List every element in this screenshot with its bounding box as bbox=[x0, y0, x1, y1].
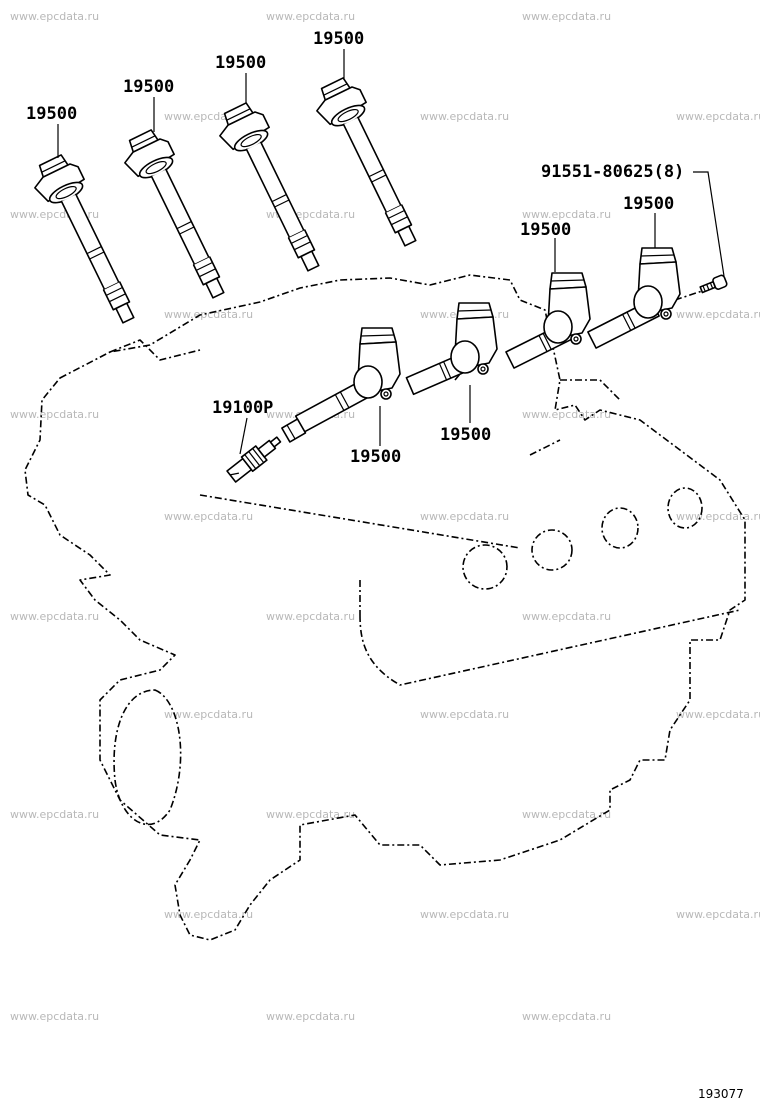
watermark-text: www.epcdata.ru bbox=[522, 208, 611, 221]
watermark-text: www.epcdata.ru bbox=[420, 510, 509, 523]
mounted-ignition-coils bbox=[281, 247, 681, 443]
label-coil-loose-3: 19500 bbox=[215, 53, 266, 73]
watermark-text: www.epcdata.ru bbox=[420, 908, 509, 921]
watermark-text: www.epcdata.ru bbox=[522, 408, 611, 421]
label-coil-loose-4: 19500 bbox=[313, 29, 364, 49]
watermark-text: www.epcdata.ru bbox=[522, 10, 611, 23]
ignition-coil bbox=[450, 302, 498, 375]
bolt bbox=[699, 274, 728, 294]
watermark-text: www.epcdata.ru bbox=[266, 808, 355, 821]
spark-plug bbox=[226, 436, 282, 483]
label-coil-loose-1: 19500 bbox=[26, 104, 77, 124]
watermark-layer: www.epcdata.ru www.epcdata.ru www.epcdata.… bbox=[10, 10, 760, 1023]
watermark-text: www.epcdata.ru bbox=[676, 110, 760, 123]
label-coil-mounted-mid: 19500 bbox=[440, 425, 491, 445]
watermark-text: www.epcdata.ru bbox=[522, 610, 611, 623]
ignition-coil bbox=[219, 102, 320, 272]
watermark-text: www.epcdata.ru bbox=[420, 708, 509, 721]
watermark-text: www.epcdata.ru bbox=[522, 1010, 611, 1023]
watermark-text: www.epcdata.ru bbox=[420, 110, 509, 123]
label-coil-mounted-rear-mid: 19500 bbox=[520, 220, 571, 240]
watermark-text: www.epcdata.ru bbox=[10, 1010, 99, 1023]
watermark-text: www.epcdata.ru bbox=[10, 808, 99, 821]
watermark-text: www.epcdata.ru bbox=[164, 708, 253, 721]
label-coil-mounted-front: 19500 bbox=[350, 447, 401, 467]
watermark-text: www.epcdata.ru bbox=[676, 510, 760, 523]
ignition-coil bbox=[353, 327, 401, 400]
label-spark-plug: 19100P bbox=[212, 398, 273, 418]
watermark-text: www.epcdata.ru bbox=[676, 908, 760, 921]
label-coil-mounted-rear-right: 19500 bbox=[623, 194, 674, 214]
ignition-coil bbox=[316, 77, 417, 247]
watermark-text: www.epcdata.ru bbox=[10, 408, 99, 421]
watermark-text: www.epcdata.ru bbox=[10, 10, 99, 23]
loose-ignition-coils bbox=[34, 77, 417, 324]
ignition-coil bbox=[34, 154, 135, 324]
coil-boot-tip bbox=[281, 418, 307, 443]
watermark-text: www.epcdata.ru bbox=[164, 308, 253, 321]
label-bolt: 91551-80625(8) bbox=[541, 162, 684, 182]
diagram-number: 193077 bbox=[698, 1087, 744, 1101]
watermark-text: www.epcdata.ru bbox=[676, 308, 760, 321]
engine-block-outline bbox=[24, 274, 746, 941]
ignition-coil bbox=[543, 272, 591, 345]
watermark-text: www.epcdata.ru bbox=[164, 908, 253, 921]
watermark-text: www.epcdata.ru bbox=[164, 510, 253, 523]
part-labels: 19500 19500 19500 19500 91551-80625(8) 1… bbox=[26, 29, 744, 1101]
watermark-text: www.epcdata.ru bbox=[10, 610, 99, 623]
watermark-text: www.epcdata.ru bbox=[266, 10, 355, 23]
label-coil-loose-2: 19500 bbox=[123, 77, 174, 97]
watermark-text: www.epcdata.ru bbox=[266, 610, 355, 623]
leader-lines bbox=[57, 49, 725, 455]
ignition-coil bbox=[633, 247, 681, 320]
watermark-text: www.epcdata.ru bbox=[522, 808, 611, 821]
watermark-text: www.epcdata.ru bbox=[266, 1010, 355, 1023]
watermark-text: www.epcdata.ru bbox=[676, 708, 760, 721]
ignition-coil bbox=[124, 129, 225, 299]
